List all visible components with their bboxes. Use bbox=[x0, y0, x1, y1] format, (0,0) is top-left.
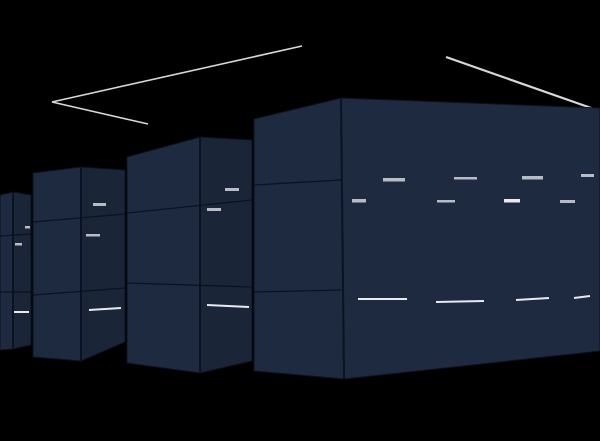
cabinet-3-front bbox=[126, 136, 201, 374]
ceiling-lights bbox=[51, 45, 595, 125]
cabinet-2-divider-bottom bbox=[32, 287, 126, 296]
status-led bbox=[504, 199, 520, 203]
status-led bbox=[515, 297, 550, 301]
ceiling-light-left bbox=[51, 45, 303, 125]
cabinet-3-divider-top bbox=[126, 199, 253, 214]
cabinet-4-divider-top bbox=[253, 179, 342, 186]
cabinet-2-side bbox=[80, 166, 126, 362]
server-cabinet-4 bbox=[253, 97, 600, 380]
cabinet-3-side bbox=[199, 136, 253, 374]
cabinet-2-divider-top bbox=[32, 213, 126, 223]
status-led bbox=[437, 200, 455, 203]
status-led bbox=[560, 200, 575, 203]
status-led bbox=[88, 307, 122, 311]
cabinet-4-side bbox=[340, 97, 600, 380]
server-cabinet-1 bbox=[0, 191, 32, 351]
status-led bbox=[522, 176, 543, 180]
status-led bbox=[14, 311, 29, 313]
status-led bbox=[15, 243, 22, 246]
cabinet-1-divider-top bbox=[0, 233, 32, 237]
cabinet-4-seam bbox=[340, 97, 345, 380]
status-led bbox=[573, 295, 591, 299]
cabinet-3-divider-bottom bbox=[126, 282, 253, 288]
status-led bbox=[207, 208, 221, 211]
cabinet-4-front bbox=[253, 97, 345, 380]
status-led bbox=[25, 226, 30, 229]
status-led bbox=[435, 300, 485, 303]
status-led bbox=[352, 199, 366, 203]
status-led bbox=[86, 234, 100, 237]
ceiling-light-right bbox=[445, 55, 595, 111]
cabinet-4-divider-bottom bbox=[253, 289, 342, 293]
cabinet-1-front bbox=[0, 191, 14, 351]
server-cabinet-2 bbox=[32, 166, 126, 362]
status-led bbox=[454, 177, 477, 180]
status-led bbox=[383, 178, 405, 182]
cabinet-1-side bbox=[12, 191, 32, 350]
status-led bbox=[581, 174, 594, 177]
status-led bbox=[206, 304, 250, 308]
status-led bbox=[93, 203, 106, 206]
status-led bbox=[225, 188, 239, 191]
cabinet-2-front bbox=[32, 166, 82, 362]
server-cabinet-3 bbox=[126, 136, 253, 374]
